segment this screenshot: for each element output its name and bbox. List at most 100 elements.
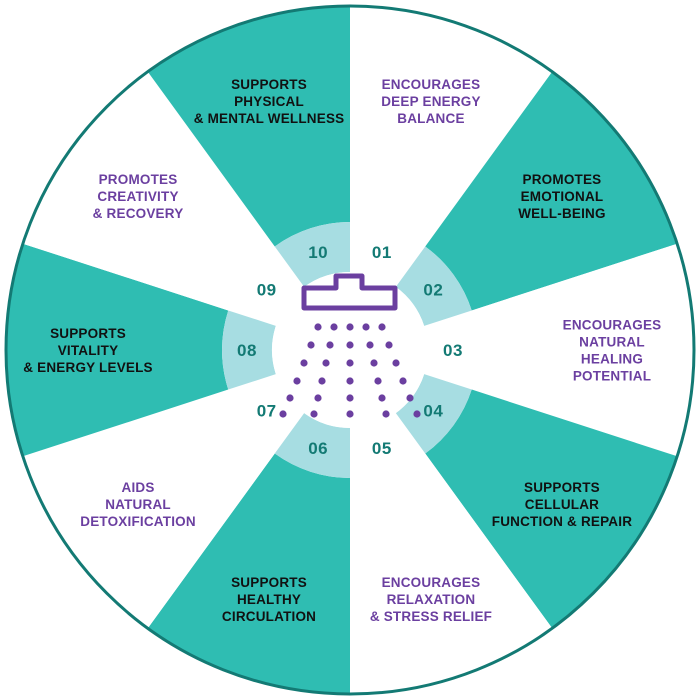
segment-02-label: PROMOTES EMOTIONAL WELL-BEING: [518, 172, 606, 221]
water-drop-icon: [392, 359, 400, 367]
water-drop-icon: [346, 394, 354, 402]
water-drop-icon: [346, 377, 354, 385]
segment-10-inner-band: [274, 222, 350, 287]
segment-03-label-line: POTENTIAL: [573, 369, 651, 384]
segment-07-label-line: DETOXIFICATION: [80, 514, 196, 529]
water-drop-icon: [322, 359, 330, 367]
water-drop-icon: [366, 341, 374, 349]
segment-10-label: SUPPORTS PHYSICAL & MENTAL WELLNESS: [194, 77, 345, 126]
segment-06-label-line: CIRCULATION: [222, 609, 316, 624]
segment-03-label-line: HEALING: [581, 352, 643, 367]
segment-05-label-line: ENCOURAGES: [382, 575, 481, 590]
water-drop-icon: [406, 394, 414, 402]
segment-03-label: ENCOURAGES NATURAL HEALING POTENTIAL: [563, 318, 662, 384]
water-drop-icon: [382, 410, 390, 418]
segment-04-label-line: SUPPORTS: [524, 480, 600, 495]
segment-09-label-line: PROMOTES: [99, 172, 178, 187]
segment-08-label-line: SUPPORTS: [50, 326, 126, 341]
segment-02-label-line: PROMOTES: [523, 172, 602, 187]
segment-06-inner-band: [274, 413, 350, 478]
water-drop-icon: [330, 323, 338, 331]
segment-08-label: SUPPORTS VITALITY & ENERGY LEVELS: [23, 326, 153, 375]
segment-04-label: SUPPORTS CELLULAR FUNCTION & REPAIR: [492, 480, 632, 529]
segment-04-label-line: FUNCTION & REPAIR: [492, 514, 632, 529]
segment-08-label-line: & ENERGY LEVELS: [23, 360, 153, 375]
segment-02-label-line: EMOTIONAL: [521, 189, 604, 204]
water-drop-icon: [399, 377, 407, 385]
water-drop-icon: [314, 323, 322, 331]
segment-02-inner-band: [395, 246, 472, 326]
segment-08-inner-band: [221, 310, 276, 390]
segment-03: [471, 243, 694, 457]
segment-05-number: 05: [372, 439, 392, 458]
water-drop-icon: [310, 410, 318, 418]
segment-09-number: 09: [257, 280, 277, 299]
segment-03-number: 03: [443, 341, 463, 360]
water-drop-icon: [346, 359, 354, 367]
water-drop-icon: [385, 341, 393, 349]
segment-01-label-line: DEEP ENERGY: [381, 94, 480, 109]
water-drop-icon: [293, 377, 301, 385]
segment-06: [147, 453, 350, 694]
segment-10-label-line: SUPPORTS: [231, 77, 307, 92]
segment-01-number: 01: [372, 243, 392, 262]
water-drop-icon: [307, 341, 315, 349]
segment-06-number: 06: [308, 439, 328, 458]
water-drop-icon: [346, 410, 354, 418]
outer-ring: [4, 4, 696, 696]
water-drop-icon: [374, 377, 382, 385]
water-drop-icon: [300, 359, 308, 367]
water-drop-icon: [314, 394, 322, 402]
segment-07-label: AIDS NATURAL DETOXIFICATION: [80, 480, 196, 529]
water-drop-icon: [346, 341, 354, 349]
segment-01-label-line: BALANCE: [397, 111, 464, 126]
water-drop-icon: [326, 341, 334, 349]
segment-10-label-line: & MENTAL WELLNESS: [194, 111, 345, 126]
segment-09-label: PROMOTES CREATIVITY & RECOVERY: [93, 172, 184, 221]
water-drop-icon: [318, 377, 326, 385]
segment-02-label-line: WELL-BEING: [518, 206, 606, 221]
shower-head-icon: [279, 273, 421, 418]
water-drop-icon: [362, 323, 370, 331]
segment-09-label-line: CREATIVITY: [97, 189, 178, 204]
water-drop-icon: [346, 323, 354, 331]
segment-03-label-line: ENCOURAGES: [563, 318, 662, 333]
segment-06-label-line: SUPPORTS: [231, 575, 307, 590]
segment-08: [5, 243, 229, 457]
segment-07-number: 07: [257, 402, 277, 421]
segment-05-label-line: & STRESS RELIEF: [370, 609, 492, 624]
water-drop-icon: [378, 323, 386, 331]
segment-07-label-line: NATURAL: [105, 497, 171, 512]
inner-ring-layer: [221, 222, 472, 478]
segment-02-number: 02: [423, 280, 443, 299]
water-drop-icon: [413, 410, 421, 418]
segment-10: [147, 6, 350, 247]
segment-01-label: ENCOURAGES DEEP ENERGY BALANCE: [381, 77, 480, 126]
segment-06-label: SUPPORTS HEALTHY CIRCULATION: [222, 575, 316, 624]
segment-01-label-line: ENCOURAGES: [382, 77, 481, 92]
segment-09-label-line: & RECOVERY: [93, 206, 184, 221]
segment-07-label-line: AIDS: [122, 480, 155, 495]
segment-04-label-line: CELLULAR: [525, 497, 599, 512]
segment-05-label: ENCOURAGES RELAXATION & STRESS RELIEF: [370, 575, 492, 624]
segment-04-number: 04: [423, 402, 443, 421]
segment-08-label-line: VITALITY: [58, 343, 119, 358]
segment-03-label-line: NATURAL: [579, 335, 645, 350]
segment-08-number: 08: [237, 341, 257, 360]
segment-06-label-line: HEALTHY: [237, 592, 301, 607]
segment-01: [350, 6, 553, 247]
segment-10-label-line: PHYSICAL: [234, 94, 304, 109]
segment-05-label-line: RELAXATION: [387, 592, 476, 607]
segment-10-number: 10: [308, 243, 328, 262]
segment-05: [350, 453, 553, 694]
water-drop-icon: [286, 394, 294, 402]
segment-04-inner-band: [395, 374, 472, 454]
center-hub: [272, 272, 428, 428]
water-drop-icon: [378, 394, 386, 402]
water-drop-icon: [279, 410, 287, 418]
shower-head-shape: [301, 273, 398, 311]
water-drop-icon: [370, 359, 378, 367]
